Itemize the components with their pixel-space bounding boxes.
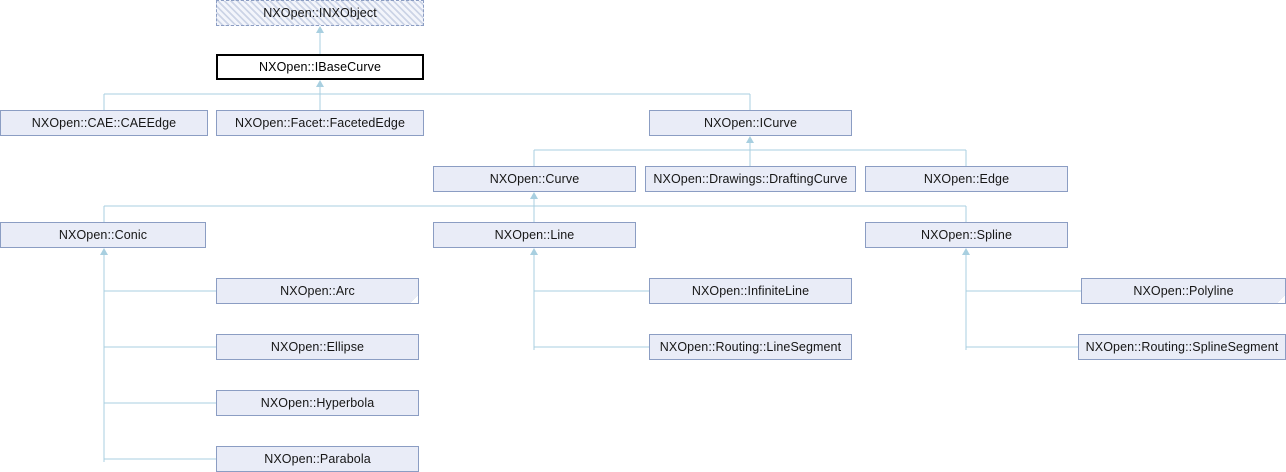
class-node-draftingcurve[interactable]: NXOpen::Drawings::DraftingCurve <box>645 166 856 192</box>
class-node-label: NXOpen::CAE::CAEEdge <box>31 116 177 130</box>
class-node-label: NXOpen::InfiniteLine <box>691 284 810 298</box>
arrowhead-inxobject <box>316 26 324 33</box>
arrowhead-spline <box>962 248 970 255</box>
class-node-label: NXOpen::Facet::FacetedEdge <box>234 116 406 130</box>
class-node-label: NXOpen::Curve <box>489 172 580 186</box>
class-node-inxobject[interactable]: NXOpen::INXObject <box>216 0 424 26</box>
class-node-label: NXOpen::Conic <box>58 228 148 242</box>
arrowhead-curve <box>530 192 538 199</box>
class-node-spline[interactable]: NXOpen::Spline <box>865 222 1068 248</box>
class-node-label: NXOpen::Polyline <box>1133 284 1234 298</box>
class-node-label: NXOpen::Edge <box>923 172 1010 186</box>
class-node-label: NXOpen::Arc <box>280 284 355 298</box>
class-node-polyline[interactable]: NXOpen::Polyline <box>1081 278 1286 304</box>
class-node-conic[interactable]: NXOpen::Conic <box>0 222 206 248</box>
arrowhead-line <box>530 248 538 255</box>
class-node-label: NXOpen::Drawings::DraftingCurve <box>653 172 848 186</box>
class-node-label: NXOpen::Spline <box>920 228 1013 242</box>
class-node-edge[interactable]: NXOpen::Edge <box>865 166 1068 192</box>
class-node-hyperbola[interactable]: NXOpen::Hyperbola <box>216 390 419 416</box>
class-node-label: NXOpen::Routing::LineSegment <box>659 340 842 354</box>
class-node-label: NXOpen::Ellipse <box>270 340 365 354</box>
class-node-label: NXOpen::IBaseCurve <box>259 60 381 74</box>
class-node-arc[interactable]: NXOpen::Arc <box>216 278 419 304</box>
class-node-label: NXOpen::INXObject <box>263 6 377 20</box>
class-node-ellipse[interactable]: NXOpen::Ellipse <box>216 334 419 360</box>
arrowhead-icurve <box>746 136 754 143</box>
class-node-parabola[interactable]: NXOpen::Parabola <box>216 446 419 472</box>
arrowhead-ibasecurve <box>316 80 324 87</box>
class-node-linesegment[interactable]: NXOpen::Routing::LineSegment <box>649 334 852 360</box>
class-node-label: NXOpen::ICurve <box>703 116 798 130</box>
class-node-ibasecurve[interactable]: NXOpen::IBaseCurve <box>216 54 424 80</box>
class-node-infiniteline[interactable]: NXOpen::InfiniteLine <box>649 278 852 304</box>
class-node-label: NXOpen::Parabola <box>264 452 371 466</box>
arrowhead-conic <box>100 248 108 255</box>
class-node-caeedge[interactable]: NXOpen::CAE::CAEEdge <box>0 110 208 136</box>
class-node-facetededge[interactable]: NXOpen::Facet::FacetedEdge <box>216 110 424 136</box>
class-node-label: NXOpen::Routing::SplineSegment <box>1085 340 1279 354</box>
class-node-label: NXOpen::Hyperbola <box>260 396 375 410</box>
class-node-curve[interactable]: NXOpen::Curve <box>433 166 636 192</box>
class-node-label: NXOpen::Line <box>494 228 575 242</box>
class-node-splinesegment[interactable]: NXOpen::Routing::SplineSegment <box>1078 334 1286 360</box>
class-node-line[interactable]: NXOpen::Line <box>433 222 636 248</box>
class-node-icurve[interactable]: NXOpen::ICurve <box>649 110 852 136</box>
